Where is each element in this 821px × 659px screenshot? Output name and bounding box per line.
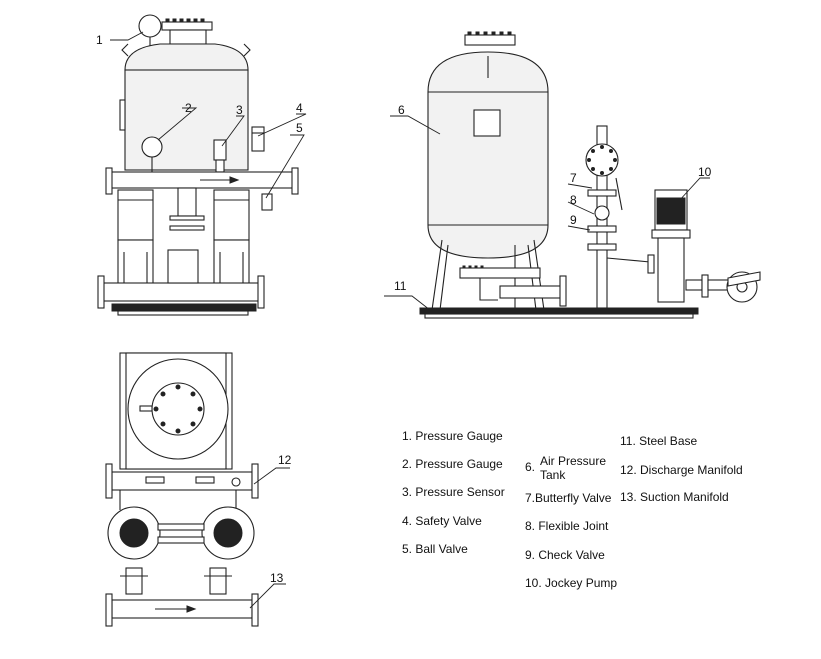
legend-item-4: 4. Safety Valve [402,514,482,528]
callout-9: 9 [570,213,577,227]
callout-5: 5 [296,121,303,135]
legend-item-10: 10. Jockey Pump [525,576,618,590]
legend-item-12: 12. Discharge Manifold [620,463,743,477]
callout-7: 7 [570,171,577,185]
legend-item-6-line2: Tank [540,468,566,482]
front-view [97,14,299,316]
callout-8: 8 [570,193,577,207]
callout-12: 12 [278,453,292,467]
legend-item-9: 9. Check Valve [525,548,605,562]
legend-item-3: 3. Pressure Sensor [402,485,505,499]
legend-item-13: 13. Suction Manifold [620,490,729,504]
callout-6: 6 [398,103,405,117]
callout-numbers: 1 2 3 4 5 6 7 8 9 10 11 12 13 [96,33,712,585]
callout-3: 3 [236,103,243,117]
callout-2: 2 [185,101,192,115]
side-view [419,31,761,319]
callout-11: 11 [394,279,407,293]
legend-item-2: 2. Pressure Gauge [402,457,503,471]
legend-item-7: 7.Butterfly Valve [525,491,612,505]
legend-item-6-number: 6. [525,460,536,474]
callout-10: 10 [698,165,712,179]
top-view [105,352,259,627]
legend-item-8: 8. Flexible Joint [525,519,609,533]
callout-13: 13 [270,571,284,585]
legend-item-5: 5. Ball Valve [402,542,468,556]
callout-1: 1 [96,33,103,47]
callout-4: 4 [296,101,303,115]
legend-item-11: 11. Steel Base [620,434,698,448]
legend-item-1: 1. Pressure Gauge [402,429,503,443]
legend-item-6-line1: Air Pressure [540,454,607,468]
callout-leaders [110,31,710,609]
